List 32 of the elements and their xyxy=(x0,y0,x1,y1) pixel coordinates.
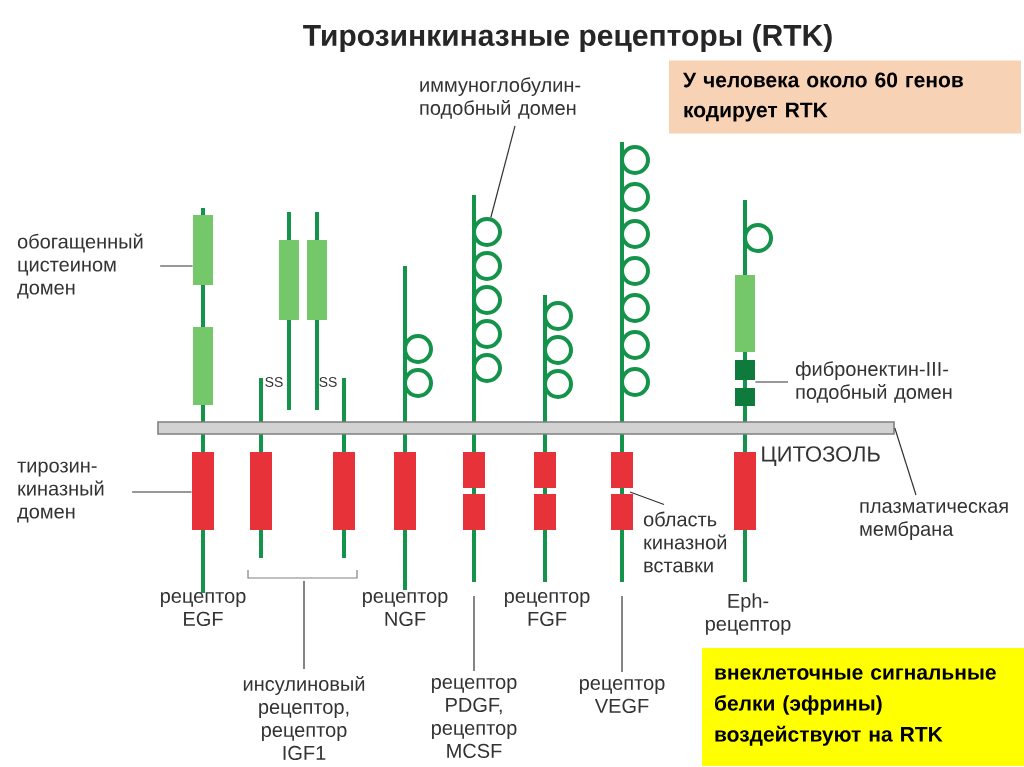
domain-box xyxy=(193,215,213,285)
receptor-label: рецептор EGF xyxy=(161,592,246,626)
kinase-box xyxy=(192,452,214,530)
region-label: ЦИТОЗОЛЬ xyxy=(762,446,880,466)
title: Тирозинкиназные рецепторы (RTK) xyxy=(303,24,832,52)
bond-label: SS xyxy=(265,377,283,387)
membrane-bar xyxy=(157,421,895,435)
receptor-label: инсулиновый рецептор, рецептор IGF1 xyxy=(243,675,365,760)
receptor-label: рецептор VEGF xyxy=(580,679,665,713)
domain-label: обогащенный цистеином домен xyxy=(17,233,143,299)
leader-line xyxy=(131,491,193,493)
leader-line xyxy=(159,265,194,267)
receptor-label: рецептор NGF xyxy=(363,592,448,626)
leader-line xyxy=(490,125,516,219)
leader-line xyxy=(473,595,475,672)
leader-line xyxy=(621,595,623,673)
domain-loop xyxy=(472,217,502,247)
receptor-label: рецептор FGF xyxy=(505,592,590,626)
domain-box xyxy=(735,360,755,380)
leader-line xyxy=(629,491,665,506)
region-label: область киназной вставки xyxy=(643,511,727,573)
leader-line xyxy=(754,381,789,383)
bond-label: SS xyxy=(319,377,337,387)
receptor-label: рецептор PDGF, рецептор MCSF xyxy=(432,678,517,758)
domain-label: иммуноглобулин- подобный домен xyxy=(420,77,581,119)
note-box: внеклеточные сигнальные белки (эфрины) воздействуют на RTK xyxy=(702,648,1024,766)
membrane-label: плазматическая мембрана xyxy=(860,502,1008,540)
note-box: У человека около 60 генов кодирует RTK xyxy=(669,60,1021,134)
domain-label: тирозин- киназный домен xyxy=(17,461,104,523)
leader-line xyxy=(894,427,917,496)
leader-line xyxy=(303,580,305,670)
domain-label: фибронектин-III- подобный домен xyxy=(795,361,952,403)
